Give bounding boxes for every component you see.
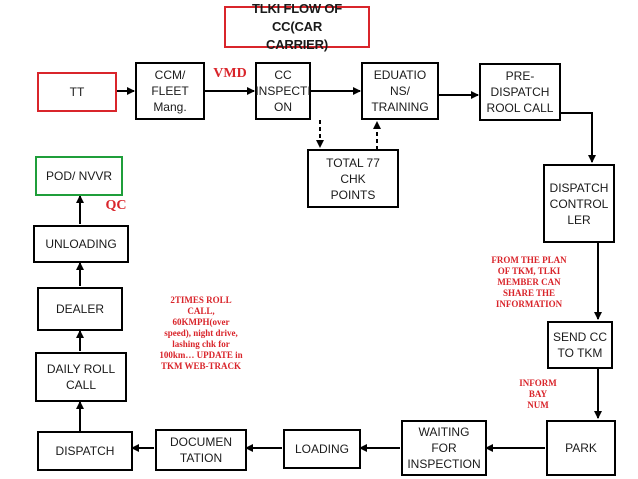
note-qc: QC xyxy=(105,198,127,213)
note-vmd: VMD xyxy=(213,66,247,81)
node-dispatch: DISPATCH xyxy=(37,431,133,471)
node-pod-nvvr: POD/ NVVR xyxy=(35,156,123,196)
diagram-title: TLKI FLOW OF CC(CAR CARRIER) xyxy=(224,1,370,52)
note-inform-bay: INFORM BAY NUM xyxy=(519,378,557,410)
note-from-plan: FROM THE PLAN OF TKM, TLKI MEMBER CAN SH… xyxy=(491,255,567,309)
node-send-cc-to-tkm: SEND CC TO TKM xyxy=(547,321,613,369)
node-education-training: EDUATIO NS/ TRAINING xyxy=(361,62,439,120)
node-cc-inspection: CC INSPECTI ON xyxy=(255,62,311,120)
node-park: PARK xyxy=(546,420,616,476)
node-daily-roll-call: DAILY ROLL CALL xyxy=(35,352,127,402)
note-two-times-roll-call: 2TIMES ROLL CALL, 60KMPH(over speed), ni… xyxy=(159,295,243,371)
node-waiting-for-inspection: WAITING FOR INSPECTION xyxy=(401,420,487,476)
node-ccm-fleet: CCM/ FLEET Mang. xyxy=(135,62,205,120)
node-total-check-points: TOTAL 77 CHK POINTS xyxy=(307,149,399,208)
node-dispatch-controller: DISPATCH CONTROL LER xyxy=(543,164,615,243)
node-tt: TT xyxy=(37,72,117,112)
arrow-pre-dispatch-to-controller xyxy=(560,112,596,163)
node-documentation: DOCUMEN TATION xyxy=(155,429,247,471)
node-pre-dispatch-roll-call: PRE- DISPATCH ROOL CALL xyxy=(479,63,561,121)
node-unloading: UNLOADING xyxy=(33,225,129,263)
node-dealer: DEALER xyxy=(37,287,123,331)
node-loading: LOADING xyxy=(283,429,361,469)
